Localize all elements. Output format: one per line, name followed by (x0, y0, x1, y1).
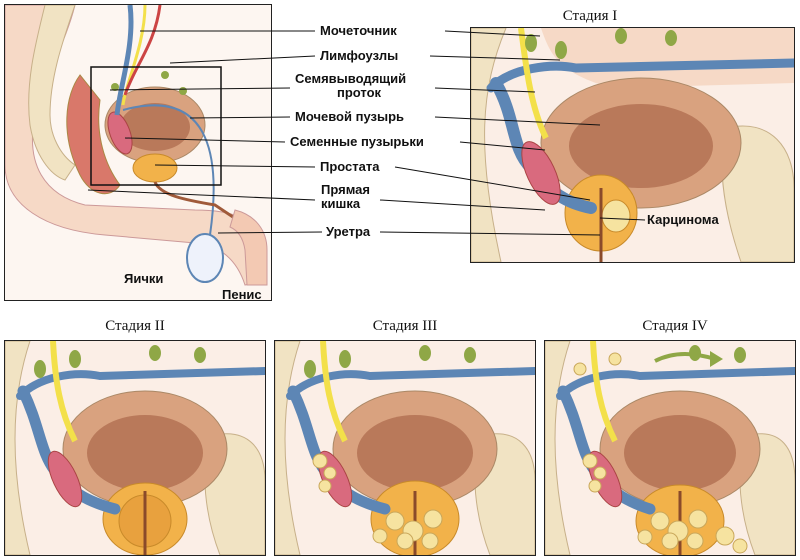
stage-3-illustration (275, 341, 535, 555)
stage-1-title: Стадия I (562, 8, 618, 24)
sacrum (28, 5, 76, 181)
label-vas-deferens-2: проток (337, 85, 382, 100)
ureter (121, 5, 147, 106)
lymph-node (555, 41, 567, 59)
abdominal-wall (541, 28, 794, 88)
label-lymph-nodes: Лимфоузлы (320, 48, 399, 63)
overview-panel (4, 4, 272, 301)
stage-2-title: Стадия II (105, 318, 165, 334)
ureter (518, 28, 549, 140)
label-bladder: Мочевой пузырь (295, 109, 404, 124)
vessel (114, 5, 134, 116)
zoom-box (90, 66, 222, 186)
label-seminal-vesicles: Семенные пузырьки (290, 134, 424, 149)
lymph-node (179, 87, 187, 95)
seminal-vesicles (107, 111, 133, 155)
label-penis: Пенис (222, 287, 262, 302)
stage-2-panel (4, 340, 266, 556)
label-testicles: Яички (124, 271, 164, 286)
stage-1-illustration (471, 28, 794, 262)
stage-4-illustration (545, 341, 795, 555)
prostate (132, 153, 178, 183)
stage-1-panel (470, 27, 795, 263)
lymph-node (111, 83, 119, 91)
bladder-inner (569, 104, 713, 188)
artery (123, 5, 162, 96)
stage-3-panel (274, 340, 536, 556)
stage-2-illustration (5, 341, 265, 555)
label-vas-deferens-1: Семявыводящий (295, 71, 407, 86)
label-rectum-1: Прямая (321, 182, 370, 197)
carcinoma (601, 199, 631, 233)
label-rectum-2: кишка (321, 196, 361, 211)
lymph-node (525, 34, 537, 52)
stage-3-title: Стадия III (372, 318, 438, 334)
label-urethra: Уретра (326, 224, 371, 239)
stage-4-panel (544, 340, 796, 556)
label-ureter: Мочеточник (320, 23, 397, 38)
label-carcinoma: Карциномa (647, 212, 719, 227)
label-prostate: Простата (320, 159, 380, 174)
lymph-node (665, 30, 677, 46)
testis (186, 233, 224, 283)
overview-illustration (5, 5, 271, 300)
stage-4-title: Стадия IV (642, 318, 708, 334)
lymph-node (161, 71, 169, 79)
lymph-node (615, 28, 627, 44)
penis (229, 209, 268, 286)
